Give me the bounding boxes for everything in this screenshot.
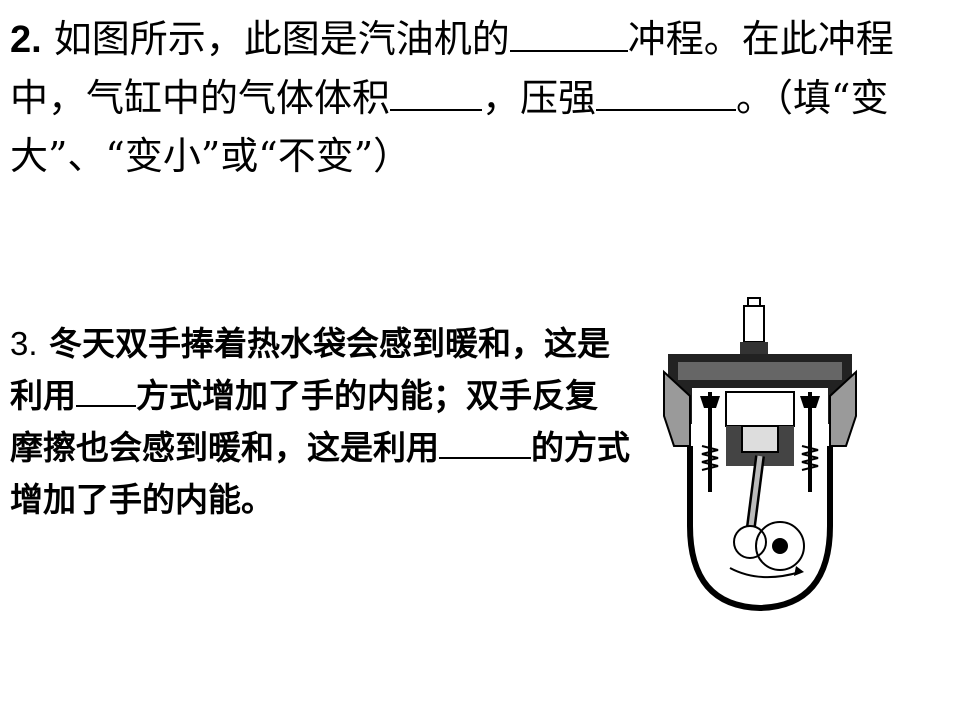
question-3-text-2: 方式增加了手的内能；双手反复摩擦也会感到暖和，这是利用: [10, 376, 598, 467]
question-2-text-3: ，压强: [482, 76, 597, 120]
engine-cylinder-diagram-icon: [663, 297, 857, 612]
question-3-number: 3.: [10, 325, 38, 362]
question-2-text-1: 如图所示，此图是汽油机的: [41, 17, 510, 61]
answer-blank-volume[interactable]: [390, 71, 483, 111]
question-2: 2. 如图所示，此图是汽油机的冲程。在此冲程中，气缸中的气体体积，压强。（填“变…: [10, 10, 940, 185]
answer-blank-heat-transfer[interactable]: [76, 372, 136, 407]
question-2-text-4: 。（填“变大”、“变小”或“不变”）: [10, 76, 889, 178]
question-3-text-3: 的方式增加了手的内能。: [10, 428, 630, 519]
question-2-number: 2.: [10, 19, 42, 61]
answer-blank-work[interactable]: [439, 424, 531, 459]
answer-blank-pressure[interactable]: [596, 71, 737, 111]
question-3-text-1: 冬天双手捧着热水袋会感到暖和，这是利用: [10, 324, 611, 415]
answer-blank-stroke[interactable]: [509, 12, 628, 52]
question-2-text-2: 冲程。在此冲程中，气缸中的气体体积: [10, 17, 894, 120]
question-3: 3. 冬天双手捧着热水袋会感到暖和，这是利用方式增加了手的内能；双手反复摩擦也会…: [10, 318, 630, 526]
